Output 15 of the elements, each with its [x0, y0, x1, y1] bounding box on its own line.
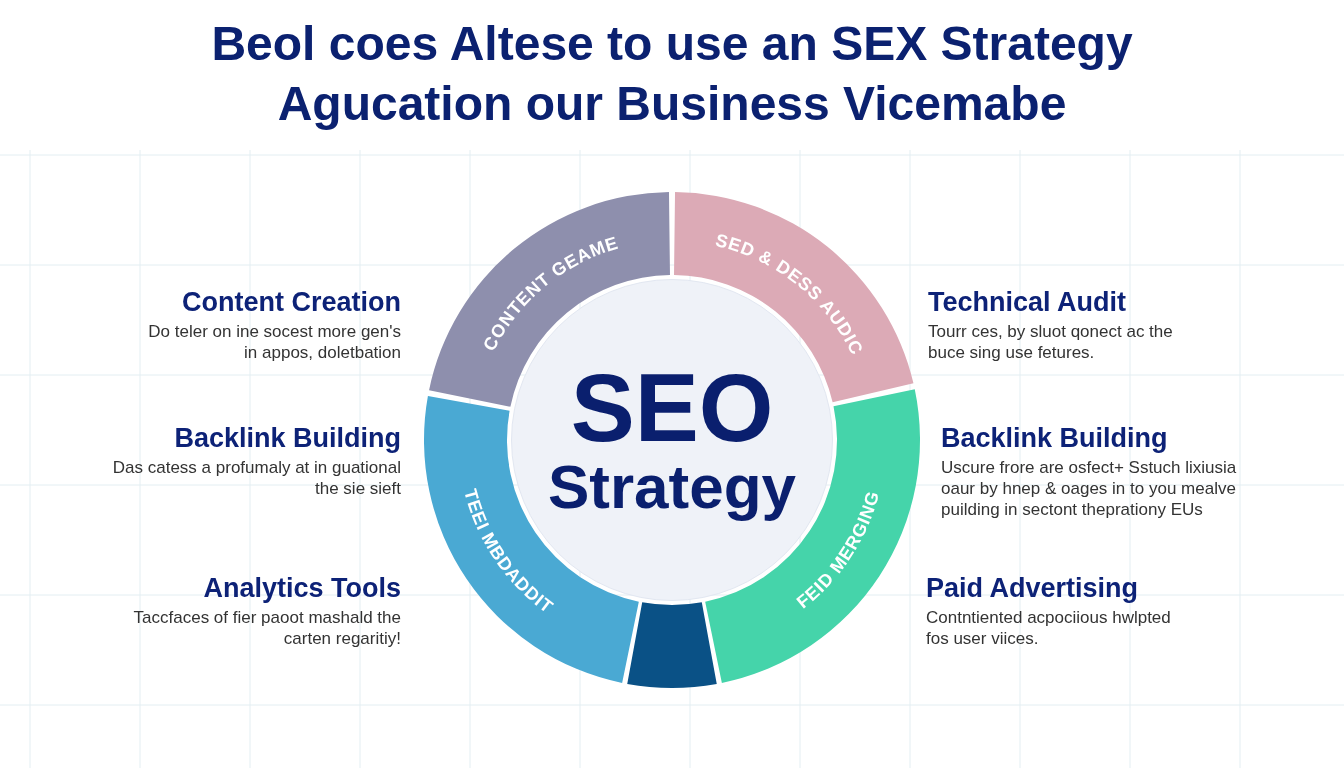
section-heading: Backlink Building — [941, 422, 1168, 454]
section-heading: Content Creation — [182, 286, 401, 318]
section-heading: Technical Audit — [928, 286, 1127, 318]
section-heading: Paid Advertising — [926, 572, 1139, 604]
section-description: Contntiented acpociious hwlpted fos user viices. — [926, 607, 1172, 649]
center-subheading: Strategy — [547, 454, 797, 520]
center-heading: SEO — [570, 360, 774, 456]
page-title: Beol coes Altese to use an SEX Strategy Agucation our Business Vicemabe — [210, 16, 1134, 132]
section-description: Tourr ces, by sluot qonect ac the buce sing use fetures. — [928, 321, 1174, 363]
section-description: Uscure frore are osfect+ Sstuch lixiusia oaur by hnep & oages in to you mealve puilding in sectont theprationy EUs — [941, 457, 1238, 520]
section-description: Do teler on ine socest more gen's in appos, doletbation — [147, 321, 401, 363]
section-description: Das catess a profumaly at in guational the sie sieft — [111, 457, 401, 499]
section-description: Taccfaces of fier paoot mashald the carten regaritiy! — [132, 607, 401, 649]
section-heading: Backlink Building — [174, 422, 401, 454]
section-heading: Analytics Tools — [203, 572, 401, 604]
